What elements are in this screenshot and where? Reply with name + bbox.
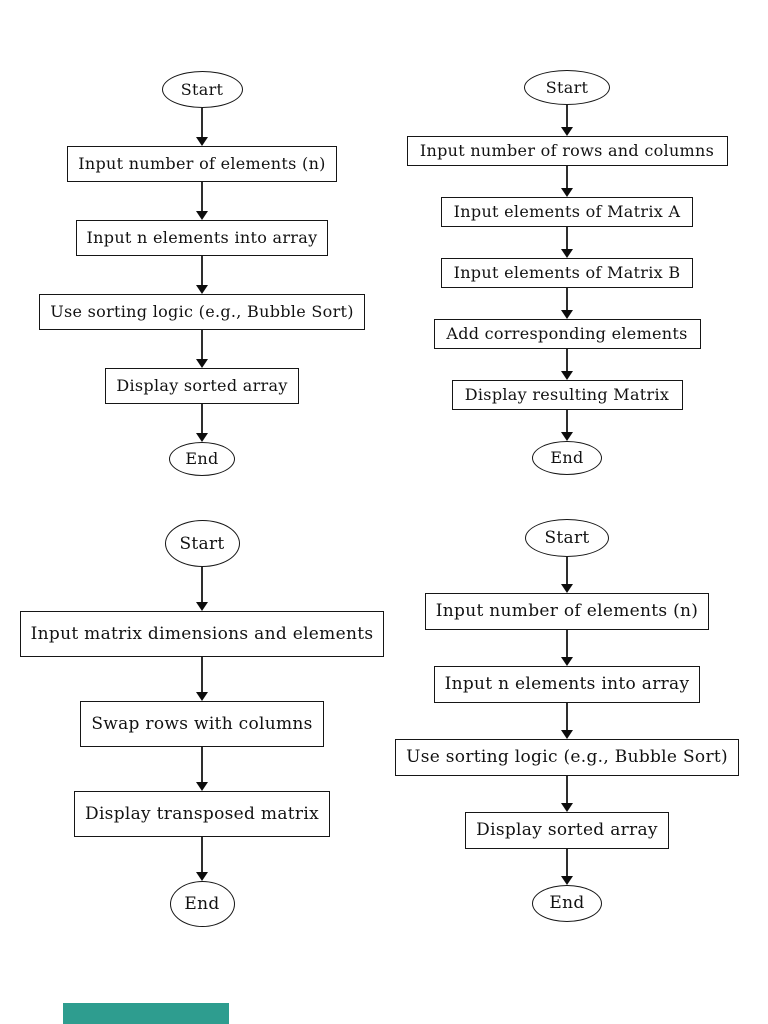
step-input-matrix-dimensions: Input matrix dimensions and elements: [19, 611, 385, 657]
down-arrow-connector: [196, 747, 209, 791]
step-display-transposed-matrix: Display transposed matrix: [74, 791, 330, 837]
down-arrow-connector: [561, 105, 574, 136]
flowchart-matrix-transpose-bottom-left: Start Input matrix dimensions and elemen…: [19, 520, 385, 927]
step-display-sorted-array: Display sorted array: [465, 812, 669, 849]
down-arrow-connector: [196, 330, 209, 368]
start-terminal: Start: [164, 520, 240, 567]
step-input-number-of-elements: Input number of elements (n): [424, 593, 710, 630]
step-input-matrix-a: Input elements of Matrix A: [441, 197, 693, 227]
step-add-corresponding-elements: Add corresponding elements: [433, 319, 701, 349]
step-input-n-elements: Input n elements into array: [433, 666, 701, 703]
end-terminal: End: [169, 442, 235, 476]
down-arrow-connector: [561, 557, 574, 593]
step-use-sorting-logic: Use sorting logic (e.g., Bubble Sort): [39, 294, 365, 330]
start-terminal: Start: [524, 70, 610, 105]
end-terminal: End: [532, 885, 602, 922]
down-arrow-connector: [561, 288, 574, 319]
down-arrow-connector: [196, 182, 209, 220]
down-arrow-connector: [196, 837, 209, 881]
step-use-sorting-logic: Use sorting logic (e.g., Bubble Sort): [395, 739, 739, 776]
start-terminal: Start: [161, 71, 243, 108]
down-arrow-connector: [196, 404, 209, 442]
step-input-number-of-elements: Input number of elements (n): [67, 146, 337, 182]
step-swap-rows-columns: Swap rows with columns: [80, 701, 324, 747]
down-arrow-connector: [561, 410, 574, 441]
down-arrow-connector: [196, 567, 209, 611]
flowchart-matrix-addition-top-right: Start Input number of rows and columns I…: [402, 70, 732, 475]
end-terminal: End: [532, 441, 602, 475]
down-arrow-connector: [561, 349, 574, 380]
start-terminal: Start: [525, 519, 609, 557]
down-arrow-connector: [196, 256, 209, 294]
down-arrow-connector: [561, 166, 574, 197]
flowchart-array-sorting-top-left: Start Input number of elements (n) Input…: [20, 71, 384, 476]
flowchart-array-sorting-bottom-right: Start Input number of elements (n) Input…: [395, 519, 739, 922]
step-input-n-elements: Input n elements into array: [75, 220, 329, 256]
down-arrow-connector: [561, 227, 574, 258]
step-input-matrix-b: Input elements of Matrix B: [441, 258, 693, 288]
end-terminal: End: [169, 881, 235, 927]
down-arrow-connector: [196, 657, 209, 701]
down-arrow-connector: [561, 776, 574, 812]
step-input-rows-columns: Input number of rows and columns: [406, 136, 728, 166]
teal-accent-bar: [63, 1003, 229, 1024]
down-arrow-connector: [561, 849, 574, 885]
down-arrow-connector: [561, 703, 574, 739]
down-arrow-connector: [561, 630, 574, 666]
step-display-resulting-matrix: Display resulting Matrix: [451, 380, 683, 410]
step-display-sorted-array: Display sorted array: [105, 368, 299, 404]
down-arrow-connector: [196, 108, 209, 146]
